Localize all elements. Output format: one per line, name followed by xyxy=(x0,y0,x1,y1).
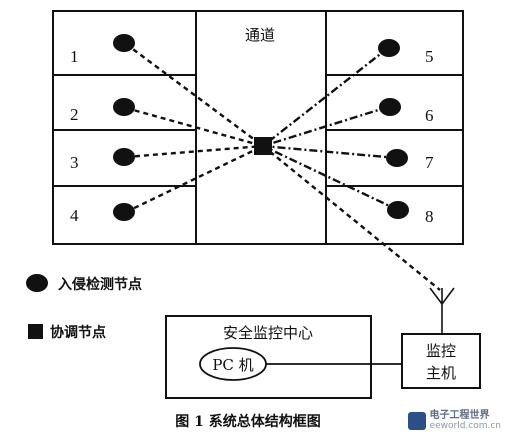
wireless-links xyxy=(125,43,441,291)
link-node-1 xyxy=(125,43,264,147)
monitor-center-title: 安全监控中心 xyxy=(223,324,313,342)
link-coordinator-antenna xyxy=(262,145,441,291)
legend: 入侵检测节点 协调节点 xyxy=(26,274,142,341)
room-number-7: 7 xyxy=(425,153,434,172)
room-number-3: 3 xyxy=(70,153,79,172)
intrusion-node-1 xyxy=(113,34,135,52)
intrusion-node-5 xyxy=(378,39,400,57)
intrusion-node-2 xyxy=(113,98,135,116)
monitor-host-label-line2: 主机 xyxy=(426,364,456,382)
intrusion-node-3 xyxy=(113,148,135,166)
intrusion-nodes xyxy=(113,34,409,221)
intrusion-node-8 xyxy=(387,201,409,219)
intrusion-node-4 xyxy=(113,203,135,221)
legend-intrusion-label: 入侵检测节点 xyxy=(58,276,142,293)
coordinator-node xyxy=(254,137,272,155)
antenna-icon xyxy=(429,287,455,334)
room-number-4: 4 xyxy=(70,206,79,225)
link-node-3 xyxy=(125,144,264,159)
link-node-2 xyxy=(125,106,264,148)
corridor-label: 通道 xyxy=(245,26,275,44)
room-numbers: 1 2 3 4 5 6 7 8 xyxy=(70,47,434,226)
watermark: 电子工程世界 eeworld.com.cn xyxy=(407,410,501,431)
watermark-cn: 电子工程世界 xyxy=(429,410,490,422)
link-node-7 xyxy=(262,144,398,160)
room-number-1: 1 xyxy=(70,47,79,66)
legend-intrusion-icon xyxy=(26,274,48,292)
monitor-host-box xyxy=(401,333,481,389)
watermark-en: eeworld.com.cn xyxy=(429,420,501,431)
link-node-8 xyxy=(262,144,399,212)
room-number-8: 8 xyxy=(425,207,434,226)
building-outline xyxy=(52,10,464,245)
legend-coordinator-icon xyxy=(28,324,43,339)
room-number-6: 6 xyxy=(425,106,434,125)
room-number-5: 5 xyxy=(425,47,434,66)
room-number-2: 2 xyxy=(70,105,79,124)
pc-label: PC 机 xyxy=(212,356,253,374)
monitor-center-box xyxy=(165,315,372,399)
link-node-6 xyxy=(262,105,389,148)
watermark-logo-icon xyxy=(407,412,426,431)
legend-coordinator-label: 协调节点 xyxy=(50,324,106,341)
figure-caption: 图 1 系统总体结构框图 xyxy=(175,413,321,430)
intrusion-node-6 xyxy=(379,98,401,116)
link-node-4 xyxy=(125,144,264,214)
link-node-5 xyxy=(262,47,389,147)
monitor-host-label-line1: 监控 xyxy=(426,342,456,360)
intrusion-node-7 xyxy=(386,149,408,167)
